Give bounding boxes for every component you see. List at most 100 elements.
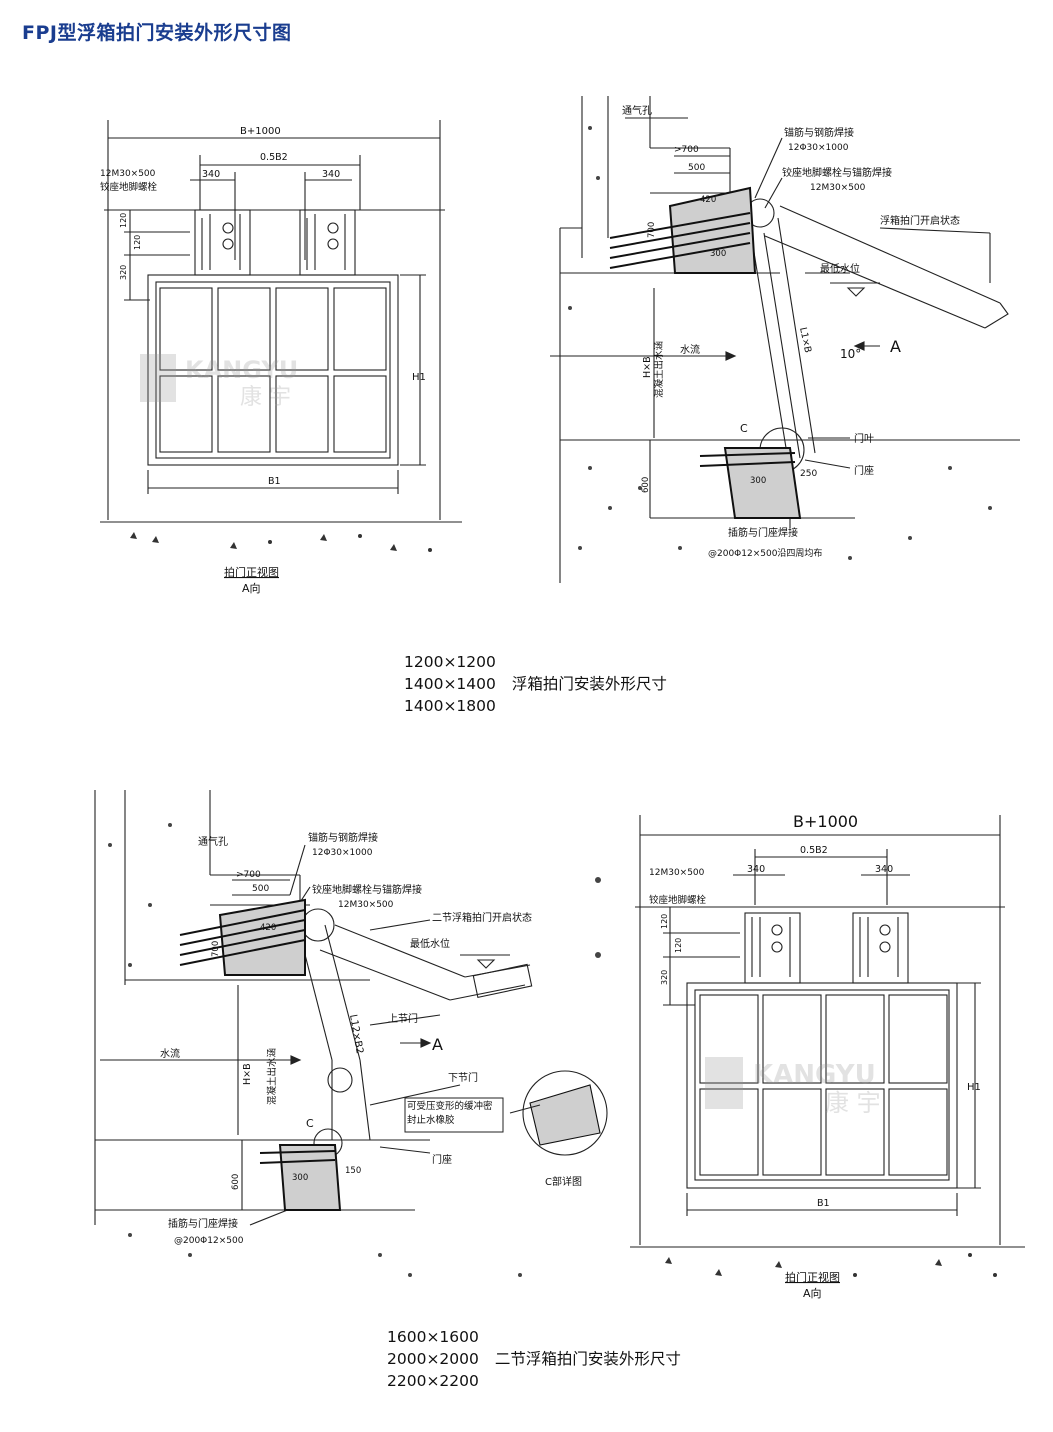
view-direction: A向	[242, 581, 261, 595]
page-title: FPJ型浮箱拍门安装外形尺寸图	[22, 22, 292, 44]
view-name: 拍门正视图	[785, 1270, 840, 1284]
dim-gt700: >700	[236, 870, 261, 880]
rebar-spec: @200Φ12×500沿四周均布	[708, 547, 822, 559]
anchor-spec: 12Φ30×1000	[788, 143, 849, 153]
caption-label: 浮箱拍门安装外形尺寸	[511, 675, 667, 693]
dim-500: 500	[252, 884, 269, 894]
dim-420: 420	[260, 923, 276, 933]
c-mark: C	[306, 1117, 314, 1130]
watermark: KANGYU 康 宇	[705, 1057, 881, 1117]
view-direction: A向	[803, 1286, 822, 1300]
bolt-weld-label: 铰座地脚螺栓与锚筋焊接	[312, 883, 422, 896]
dim-340-right: 340	[875, 864, 893, 875]
rebar-weld-label: 插筋与门座焊接	[728, 526, 798, 539]
caption-block-1: 1200×1200 1400×1400 浮箱拍门安装外形尺寸 1400×1800	[404, 651, 667, 717]
arrow-a-label: A	[890, 337, 901, 356]
dim-320: 320	[119, 265, 128, 280]
dim-h1: H1	[412, 372, 426, 383]
dim-340-left: 340	[747, 864, 765, 875]
dim-l1-b: L1×B	[797, 326, 813, 354]
upper-leaf-label: 上节门	[388, 1012, 418, 1025]
dim-600: 600	[641, 477, 651, 493]
dim-h-b: H×B	[642, 356, 653, 378]
dim-gt700: >700	[674, 145, 699, 155]
bolt-label: 铰座地脚螺栓	[100, 181, 158, 193]
seat-label: 门座	[854, 464, 874, 477]
caption-label: 二节浮箱拍门安装外形尺寸	[494, 1350, 681, 1368]
dim-half-b2: 0.5B2	[260, 152, 288, 163]
front-view-drawing-2: B+1000 0.5B2 340 340 12M30×500 铰座地脚螺栓 12…	[630, 812, 1025, 1300]
dim-300: 300	[292, 1173, 308, 1183]
dim-300-bottom: 300	[750, 476, 766, 486]
bolt-spec: 12M30×500	[810, 183, 866, 193]
dim-420: 420	[700, 195, 716, 205]
size-row: 2000×2000 二节浮箱拍门安装外形尺寸	[387, 1348, 681, 1370]
rebar-spec: @200Φ12×500	[174, 1236, 244, 1246]
flow-label: 水流	[160, 1047, 180, 1060]
dim-500: 500	[688, 163, 705, 173]
section-view-drawing-1: 通气孔 锚筋与钢筋焊接 12Φ30×1000 >700 500 铰座地脚螺栓与锚…	[550, 96, 1020, 583]
bolt-spec: 12M30×500	[649, 868, 705, 878]
section-view-drawing-2: 通气孔 锚筋与钢筋焊接 12Φ30×1000 >700 500 铰座地脚螺栓与锚…	[94, 790, 608, 1277]
dim-120-upper: 120	[660, 914, 669, 929]
pipe-label: 混凝土出水涵	[653, 341, 665, 398]
dim-b-plus-1000: B+1000	[793, 812, 858, 831]
bolt-label: 铰座地脚螺栓	[649, 894, 707, 906]
detail-c-label: C部详图	[545, 1175, 582, 1188]
dim-b1: B1	[817, 1198, 830, 1209]
size-value: 1400×1400	[404, 675, 496, 693]
open-state-label: 浮箱拍门开启状态	[880, 214, 960, 227]
size-value: 1600×1600	[387, 1328, 479, 1346]
anchor-weld-label: 锚筋与钢筋焊接	[784, 126, 854, 139]
watermark-brand: KANGYU	[753, 1060, 876, 1090]
size-value: 1400×1800	[404, 697, 496, 715]
anchor-weld-label: 锚筋与钢筋焊接	[308, 831, 378, 844]
size-value: 2200×2200	[387, 1372, 479, 1390]
dim-l12-b2: L12×B2	[347, 1014, 365, 1055]
dim-b1: B1	[268, 476, 281, 487]
view-name: 拍门正视图	[224, 565, 279, 579]
size-value: 1200×1200	[404, 653, 496, 671]
dim-700: 700	[647, 222, 657, 238]
size-row: 1400×1800	[404, 695, 667, 717]
flow-label: 水流	[680, 343, 700, 356]
dim-120-lower: 120	[133, 235, 142, 250]
min-water-label: 最低水位	[820, 262, 860, 275]
arrow-a-label: A	[432, 1035, 443, 1054]
anchor-spec: 12Φ30×1000	[312, 848, 373, 858]
dim-320: 320	[660, 970, 669, 985]
size-value: 2000×2000	[387, 1350, 479, 1368]
size-row: 2200×2200	[387, 1370, 681, 1392]
open-state-label: 二节浮箱拍门开启状态	[432, 911, 532, 924]
caption-block-2: 1600×1600 2000×2000 二节浮箱拍门安装外形尺寸 2200×220…	[387, 1326, 681, 1392]
dim-300-top: 300	[710, 249, 726, 259]
dim-700: 700	[211, 941, 221, 957]
dim-120-upper: 120	[119, 213, 128, 228]
seat-label: 门座	[432, 1153, 452, 1166]
rebar-weld-label: 插筋与门座焊接	[168, 1217, 238, 1230]
dim-h-b: H×B	[242, 1063, 253, 1085]
dim-h1: H1	[967, 1082, 981, 1093]
angle-label: 10°	[840, 347, 861, 361]
bolt-spec: 12M30×500	[338, 900, 394, 910]
vent-label: 通气孔	[622, 104, 652, 117]
watermark-brand: KANGYU	[185, 356, 298, 384]
front-view-drawing-1: B+1000 0.5B2 340 340 12M30×500 铰座地脚螺栓 12…	[100, 120, 462, 595]
size-row: 1400×1400 浮箱拍门安装外形尺寸	[404, 673, 667, 695]
leaf-label: 门叶	[854, 432, 874, 445]
dim-b-plus-1000: B+1000	[240, 126, 281, 137]
c-mark: C	[740, 422, 748, 435]
min-water-label: 最低水位	[410, 937, 450, 950]
dim-340-left: 340	[202, 169, 220, 180]
size-row: 1600×1600	[387, 1326, 681, 1348]
bolt-weld-label: 铰座地脚螺栓与锚筋焊接	[782, 166, 892, 179]
watermark-chinese: 康 宇	[825, 1089, 881, 1117]
watermark-chinese: 康 宇	[240, 385, 291, 410]
seal-callout: 可受压变形的缓冲密封止水橡胶	[407, 1101, 493, 1126]
pipe-label: 混凝土出水涵	[266, 1048, 278, 1105]
dim-250: 250	[800, 469, 817, 479]
size-row: 1200×1200	[404, 651, 667, 673]
dim-120-lower: 120	[674, 938, 683, 953]
watermark: KANGYU 康 宇	[140, 354, 298, 410]
vent-label: 通气孔	[198, 835, 228, 848]
